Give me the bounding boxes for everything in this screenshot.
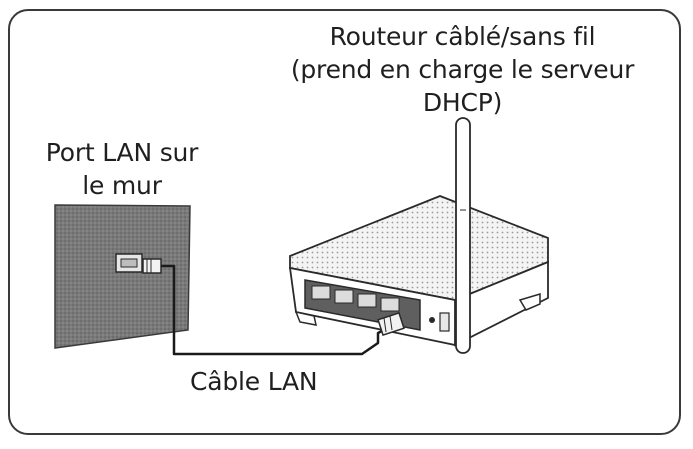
router-label-line3: DHCP): [422, 88, 503, 117]
router-cable-plug: [377, 312, 405, 336]
router-label: Routeur câblé/sans fil (prend en charge …: [250, 20, 675, 119]
wall-port-label: Port LAN sur le mur: [22, 136, 222, 202]
wall-plate: [54, 204, 191, 349]
router: [288, 195, 549, 347]
cable-label: Câble LAN: [190, 367, 318, 396]
wall-cable-plug: [142, 258, 162, 274]
diagram-frame: [8, 9, 681, 435]
lan-cable: [161, 264, 393, 356]
router-antenna: [455, 117, 471, 354]
wall-label-line1: Port LAN sur: [45, 138, 199, 167]
router-label-line1: Routeur câblé/sans fil: [329, 22, 596, 51]
wall-label-line2: le mur: [82, 171, 162, 200]
wall-lan-port: [115, 253, 143, 273]
router-label-line2: (prend en charge le serveur: [290, 55, 635, 84]
